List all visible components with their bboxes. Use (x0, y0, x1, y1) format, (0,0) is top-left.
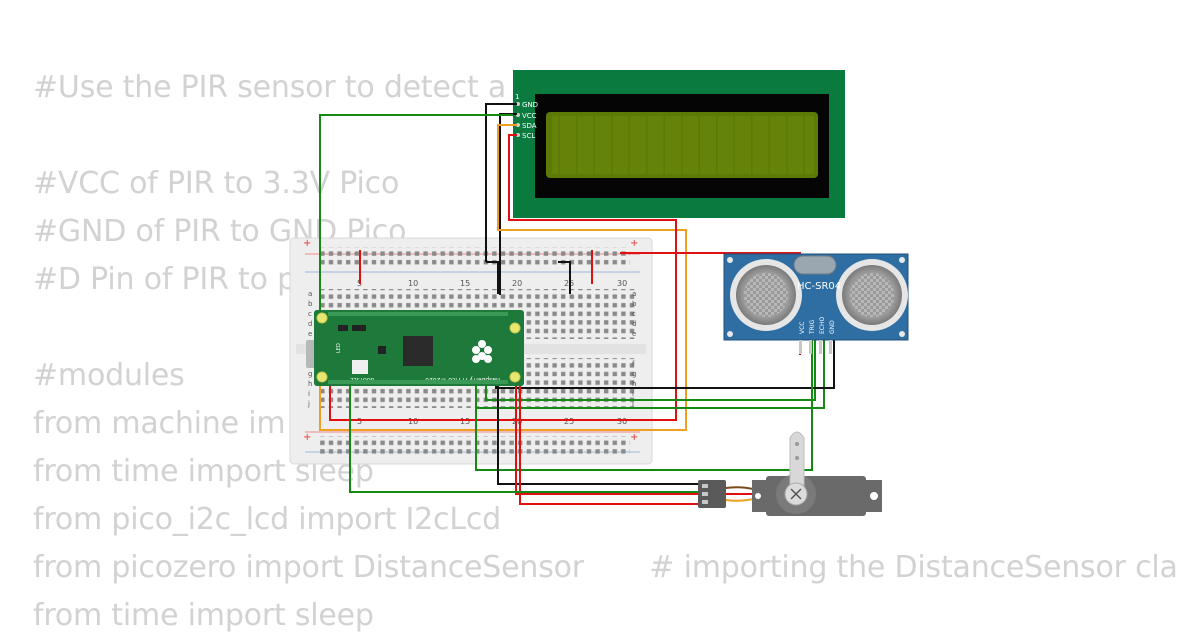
lcd-pin-scl: SCL (522, 132, 535, 140)
rail-plus-label: + (630, 432, 638, 443)
code-line: #GND of PIR to GND Pico (33, 214, 407, 249)
column-number: 10 (408, 417, 418, 426)
code-line: from machine im (33, 406, 286, 441)
bootsel-label: BOOTSEL (350, 376, 374, 382)
code-line: from picozero import DistanceSensor # im… (33, 550, 1178, 585)
jumper-black (558, 261, 571, 294)
transducer-left (730, 259, 802, 331)
sensor-pin-gnd: GND (829, 320, 836, 334)
raspberry-pi-pico: Raspberry Pi Pico ©2020 BOOTSEL LED (306, 310, 524, 386)
led-label: LED (336, 343, 342, 353)
row-letter: d (632, 320, 636, 328)
wire-lcd-scl (329, 134, 677, 421)
ultrasonic-sensor: HC-SR04 VCC TRIG ECHO GND (723, 253, 909, 354)
top-power-rail (320, 247, 630, 267)
column-number: 30 (617, 279, 627, 288)
wire-lcd-sda (319, 124, 687, 431)
column-number: 25 (564, 417, 574, 426)
column-number: 5 (357, 417, 362, 426)
crystal (793, 255, 837, 275)
rp2040-chip (403, 336, 433, 366)
pico-label: Raspberry Pi Pico ©2020 (425, 376, 500, 383)
code-line: from time import sleep (33, 598, 374, 633)
wire-sensor-trig (485, 333, 816, 401)
code-line: from pico_i2c_lcd import I2cLcd (33, 502, 501, 537)
row-letter: j (307, 400, 310, 408)
row-letter: g (632, 370, 636, 378)
row-letter: j (631, 400, 634, 408)
servo-motor (698, 431, 882, 516)
row-letter: c (308, 310, 312, 318)
column-number: 30 (617, 417, 627, 426)
sensor-pin-trig: TRIG (809, 319, 816, 335)
lcd-pin-gnd: GND (522, 101, 538, 109)
rail-plus-label: + (303, 238, 311, 249)
wire-servo-signal-2 (349, 376, 700, 493)
transducer-right (836, 259, 908, 331)
row-letter: h (308, 380, 312, 388)
column-number: 15 (460, 417, 470, 426)
sensor-pin-echo: ECHO (819, 317, 826, 334)
column-number: 10 (408, 279, 418, 288)
row-letter: e (632, 330, 636, 338)
lcd-pin-sda: SDA (522, 122, 537, 130)
column-number: 15 (460, 279, 470, 288)
rail-plus-label: + (630, 238, 638, 249)
row-letter: g (308, 370, 312, 378)
row-letter: b (308, 300, 313, 308)
row-letter: h (632, 380, 636, 388)
column-number: 20 (512, 417, 522, 426)
wire-servo-signal (475, 333, 813, 471)
sensor-model-label: HC-SR04 (797, 281, 841, 292)
row-letter: i (632, 390, 634, 398)
row-letter: a (632, 290, 636, 298)
lcd-pin-header-number: 1 (515, 93, 519, 101)
row-letter: i (308, 390, 310, 398)
column-number: 20 (512, 279, 522, 288)
servo-horn (789, 431, 805, 493)
wire-servo-vcc (515, 380, 700, 495)
sensor-pin-vcc: VCC (799, 322, 806, 334)
wire-servo-vcc-2 (519, 380, 700, 505)
lcd-display: 1 GND VCC SDA SCL (513, 70, 845, 218)
row-letter: f (632, 360, 635, 368)
code-line: #modules (33, 358, 185, 393)
wire-lcd-gnd (485, 103, 517, 262)
raspberry-logo-icon (472, 340, 492, 363)
bootsel-button (352, 360, 368, 374)
lcd-pin-vcc: VCC (522, 112, 537, 120)
code-line: #D Pin of PIR to p (33, 262, 296, 297)
row-letter: c (632, 310, 636, 318)
wire-green-lcd (319, 114, 513, 318)
rail-plus-label: + (303, 432, 311, 443)
wire-servo-gnd (497, 380, 700, 485)
jumper-black (486, 261, 499, 294)
row-letter: b (632, 300, 637, 308)
wires (319, 103, 835, 505)
code-line: #VCC of PIR to 3.3V Pico (33, 166, 400, 201)
row-letter: a (308, 290, 312, 298)
row-letter: d (308, 320, 312, 328)
code-line: #Use the PIR sensor to detect a (33, 70, 507, 105)
row-letter: e (308, 330, 312, 338)
